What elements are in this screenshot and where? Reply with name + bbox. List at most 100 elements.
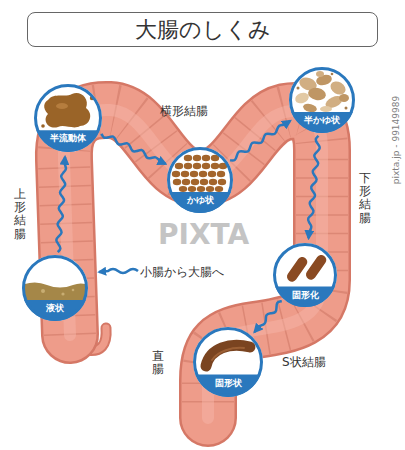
porridge-stool-picture <box>211 163 219 170</box>
title-holder: 大腸のしくみ <box>27 12 378 47</box>
solid-stool-picture <box>206 345 250 366</box>
circle-border <box>24 257 87 320</box>
semi-porridge-stool-picture <box>339 94 349 102</box>
liquid-stool-picture <box>41 289 45 293</box>
stage-label: かゆ状 <box>187 195 214 206</box>
flow-connector-group <box>56 157 66 252</box>
flow-connector-group <box>308 136 320 238</box>
porridge-stool-picture <box>175 163 183 170</box>
semi-porridge-stool-picture <box>289 67 355 133</box>
porridge-stool-picture <box>182 179 190 186</box>
porridge-stool-picture <box>172 155 227 192</box>
porridge-stool-picture <box>200 179 208 186</box>
flow-connector-group <box>255 301 282 332</box>
liquid-stool-picture <box>22 255 88 321</box>
stage-circle: 液状 <box>22 255 88 321</box>
solid-stool-picture <box>193 327 263 397</box>
inflow-arrow <box>99 269 138 273</box>
title-text: 大腸のしくみ <box>27 12 378 47</box>
porridge-stool-picture <box>167 147 233 213</box>
solidifying-stool-picture <box>285 253 328 284</box>
porridge-stool-picture <box>172 171 180 178</box>
flow-connector-group <box>230 121 290 161</box>
porridge-stool-picture <box>197 186 205 192</box>
semi-porridge-stool-picture <box>320 106 332 112</box>
porridge-stool-picture <box>173 179 181 186</box>
porridge-stool-picture <box>217 171 225 178</box>
semi-fluid-stool-picture <box>44 93 90 128</box>
porridge-stool-picture <box>209 179 217 186</box>
porridge-stool-picture <box>179 186 187 192</box>
porridge-stool-picture <box>206 186 214 192</box>
circle-border <box>275 245 336 306</box>
porridge-stool-picture <box>208 171 216 178</box>
label-holder: 横形結腸 <box>160 103 208 120</box>
porridge-stool-picture <box>202 163 210 170</box>
semi-porridge-stool-picture <box>307 87 327 102</box>
stage-circle: 半かゆ状 <box>289 67 355 133</box>
stage-circle: 固形化 <box>273 243 337 307</box>
solid-stool-picture <box>212 348 244 360</box>
stage-label: 半流動体 <box>50 133 86 144</box>
semi-fluid-stool-picture <box>56 103 68 109</box>
label-holder: 直腸 <box>152 350 164 376</box>
semi-fluid-stool-picture <box>34 84 102 152</box>
circle-border <box>291 69 354 132</box>
semi-porridge-stool-picture <box>289 67 355 133</box>
solid-stool-picture <box>206 345 250 366</box>
circle-border <box>36 86 101 151</box>
label-holder: PIXTA <box>158 218 249 251</box>
watermark: PIXTA <box>158 218 249 251</box>
liquid-stool-picture <box>22 255 88 321</box>
inflow-arrow <box>99 269 138 273</box>
semi-porridge-stool-picture <box>331 73 334 76</box>
flow-arrow <box>101 134 165 164</box>
porridge-stool-picture <box>202 155 210 162</box>
label-holder: pixta.jp - 99149989 <box>396 140 405 150</box>
circle-border <box>169 149 232 212</box>
semi-porridge-stool-picture <box>316 71 324 77</box>
stage-label: 液状 <box>46 303 64 314</box>
flow-arrow <box>230 121 290 161</box>
label-holder: 小腸から大腸へ <box>140 264 224 281</box>
flow-connector-group <box>101 134 165 164</box>
semi-porridge-stool-picture <box>297 87 300 90</box>
stage-circle: 固形状 <box>193 327 263 397</box>
label-holder: 上形結腸 <box>14 188 26 241</box>
stage-label: 固形化 <box>292 290 319 301</box>
part-label: 横形結腸 <box>160 103 208 120</box>
stage-circle: 半流動体 <box>34 84 102 152</box>
label-holder: S状結腸 <box>282 354 326 371</box>
stage-label: 半かゆ状 <box>304 115 340 126</box>
porridge-stool-picture <box>188 186 196 192</box>
porridge-stool-picture <box>193 163 201 170</box>
flow-arrow <box>255 301 282 332</box>
liquid-stool-picture <box>61 292 64 295</box>
porridge-stool-picture <box>191 179 199 186</box>
watermark: pixta.jp - 99149989 <box>391 96 401 184</box>
flow-arrow <box>308 136 320 238</box>
liquid-stool-picture <box>72 289 75 292</box>
part-label: 下形結腸 <box>359 172 371 225</box>
porridge-stool-picture <box>184 163 192 170</box>
porridge-stool-picture <box>199 171 207 178</box>
porridge-stool-picture <box>218 179 226 186</box>
circle-border <box>195 329 262 396</box>
liquid-stool-picture <box>22 283 88 322</box>
porridge-stool-picture <box>190 171 198 178</box>
stage-circle: かゆ状 <box>167 147 233 213</box>
part-label: S状結腸 <box>282 354 326 371</box>
porridge-stool-picture <box>167 147 233 213</box>
semi-fluid-stool-picture <box>41 124 45 128</box>
porridge-stool-picture <box>215 186 223 192</box>
semi-porridge-stool-picture <box>345 107 348 110</box>
liquid-stool-picture <box>22 283 88 322</box>
semi-fluid-stool-picture <box>34 84 102 152</box>
solidifying-stool-picture <box>285 255 309 284</box>
porridge-stool-picture <box>181 171 189 178</box>
semi-fluid-stool-picture <box>41 93 94 128</box>
solid-stool-picture <box>193 327 263 397</box>
solidifying-stool-picture <box>273 243 337 307</box>
solidifying-stool-picture <box>304 253 328 282</box>
